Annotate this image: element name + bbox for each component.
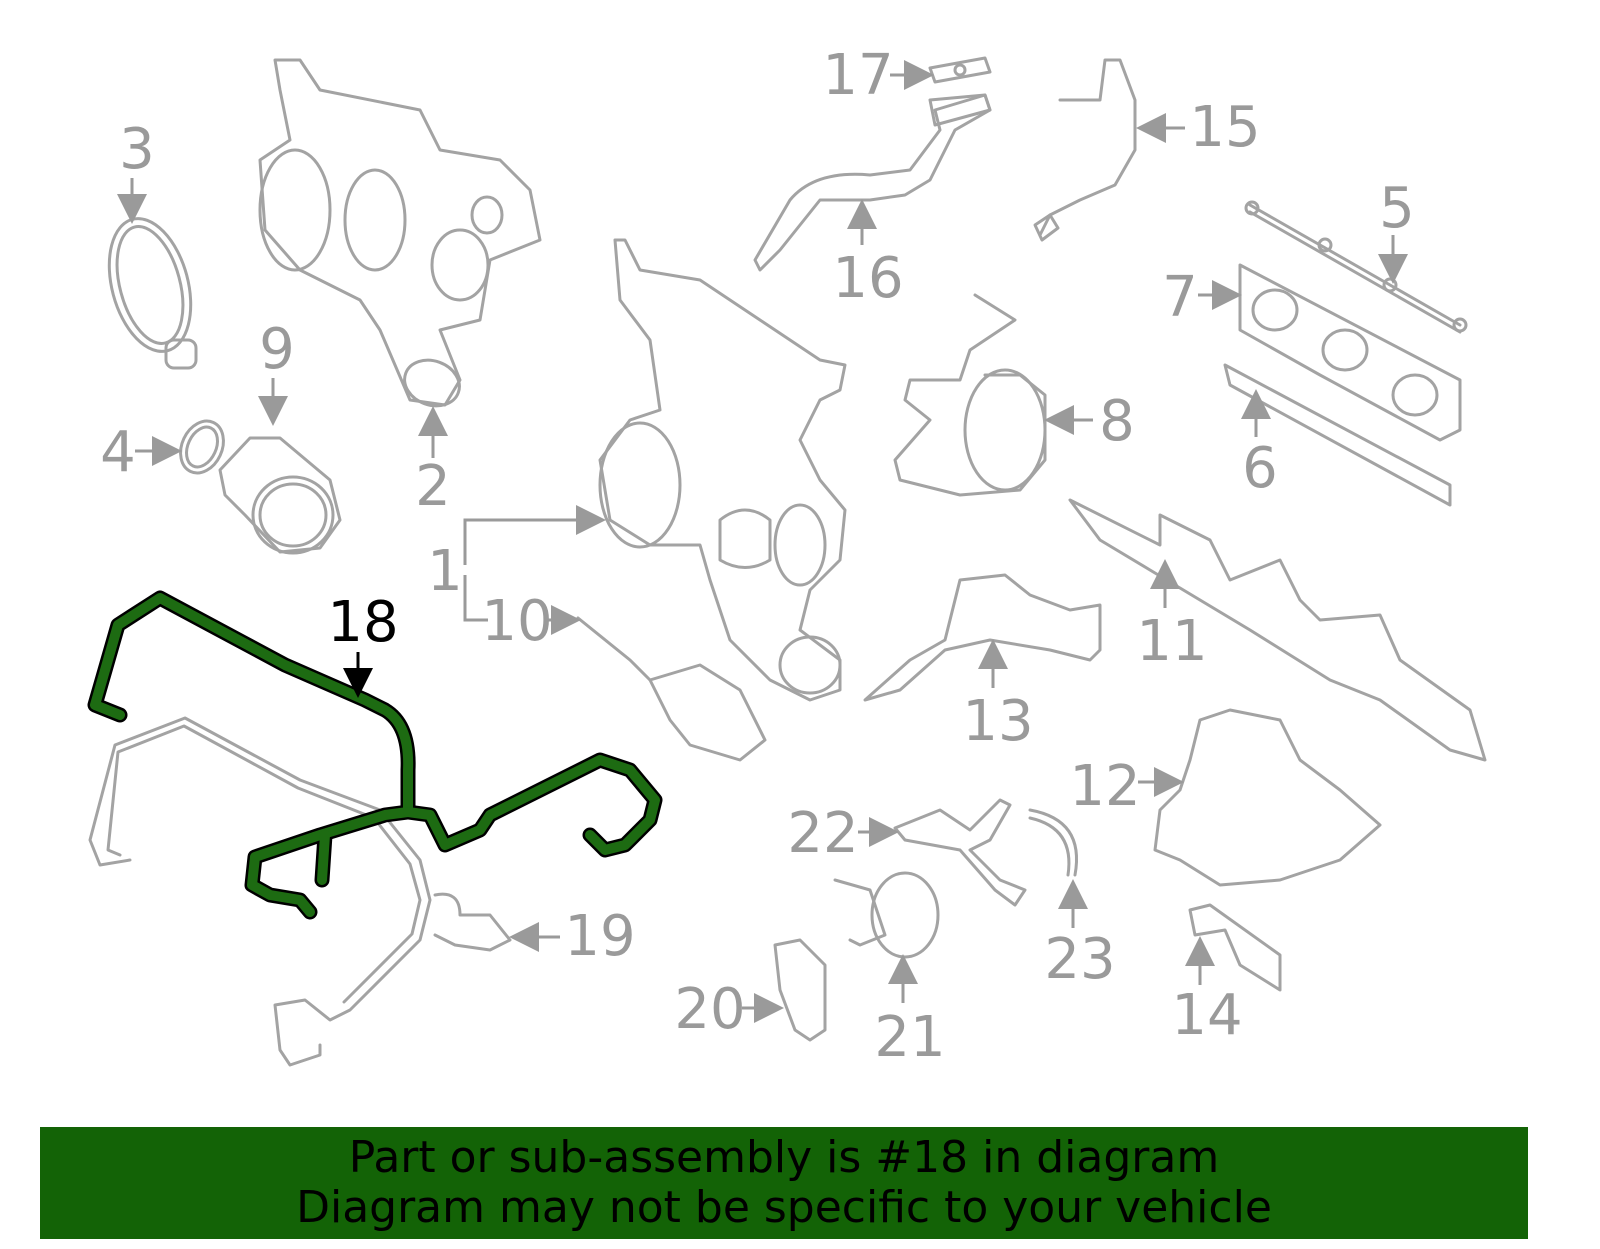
part-7-manifold-gasket[interactable] <box>1238 263 1462 442</box>
part-20-hose[interactable] <box>773 938 827 1042</box>
callout-10: 10 <box>481 589 552 654</box>
callout-11: 11 <box>1136 609 1207 674</box>
part-17-gasket[interactable] <box>928 56 992 84</box>
disclaimer-banner: Part or sub-assembly is #18 in diagram D… <box>40 1127 1528 1239</box>
callout-7: 7 <box>1162 265 1198 330</box>
callout-21: 21 <box>874 1005 945 1070</box>
callout-17: 17 <box>822 43 893 108</box>
part-4-o-ring[interactable] <box>172 414 231 480</box>
callout-13: 13 <box>962 689 1033 754</box>
callout-4: 4 <box>100 420 136 485</box>
callout-15: 15 <box>1189 95 1260 160</box>
part-3-seal-ring[interactable] <box>96 209 205 370</box>
part-23-clamp[interactable] <box>1028 808 1078 877</box>
part-8-pump[interactable] <box>893 293 1047 497</box>
callout-5: 5 <box>1379 176 1415 241</box>
banner-line-part: Part or sub-assembly is #18 in diagram <box>348 1132 1220 1183</box>
callout-3: 3 <box>119 117 155 182</box>
part-11-heat-shield[interactable] <box>1068 498 1487 762</box>
callout-1: 1 <box>427 539 463 604</box>
callout-20: 20 <box>674 977 745 1042</box>
part-1-turbocharger[interactable] <box>598 238 847 702</box>
part-5-gasket[interactable] <box>1244 200 1468 334</box>
callout-2: 2 <box>415 454 451 519</box>
part-18-coolant-hose[interactable] <box>87 590 663 920</box>
part-16-pipe[interactable] <box>753 93 992 272</box>
part-14-bracket[interactable] <box>1188 903 1282 992</box>
callout-9: 9 <box>259 317 295 382</box>
coolant-line <box>88 716 432 1067</box>
part-22-bracket[interactable] <box>893 798 1027 907</box>
part-21-pump[interactable] <box>833 871 940 959</box>
callout-6: 6 <box>1242 436 1278 501</box>
part-2-turbo-housing[interactable] <box>258 58 542 413</box>
leader-lines <box>117 60 1408 1023</box>
callout-19: 19 <box>564 904 635 969</box>
banner-line-disclaimer: Diagram may not be specific to your vehi… <box>296 1182 1272 1233</box>
callout-18: 18 <box>327 590 398 655</box>
part-10-sensor[interactable] <box>576 616 767 762</box>
part-19-hose[interactable] <box>433 892 512 952</box>
callout-22: 22 <box>787 801 858 866</box>
callout-8: 8 <box>1099 389 1135 454</box>
callout-23: 23 <box>1044 927 1115 992</box>
callout-16: 16 <box>832 246 903 311</box>
part-15-oxygen-sensor[interactable] <box>1033 58 1137 242</box>
part-13-heat-shield[interactable] <box>863 573 1102 702</box>
callout-12: 12 <box>1069 754 1140 819</box>
part-9-intake-pipe[interactable] <box>218 436 342 555</box>
part-12-heat-shield[interactable] <box>1153 708 1382 887</box>
part-6-bracket[interactable] <box>1223 363 1452 507</box>
callout-14: 14 <box>1171 983 1242 1048</box>
